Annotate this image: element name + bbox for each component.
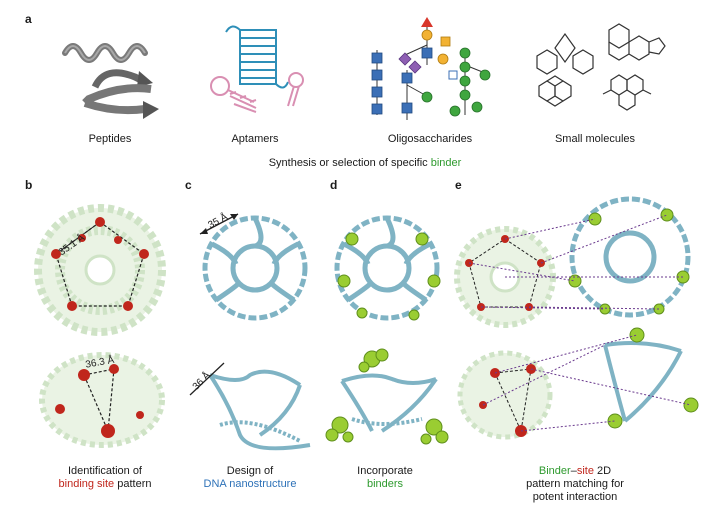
- panel-d-caption: Incorporate binders: [320, 465, 450, 491]
- aptamer-illustration: [210, 25, 304, 113]
- panel-c-caption-line1: Design of: [226, 465, 274, 477]
- panel-d-letter: d: [330, 178, 338, 192]
- peptides-label: Peptides: [88, 133, 132, 145]
- binder-site-dash: –: [570, 465, 577, 477]
- matching-top: [454, 196, 691, 328]
- dna-triangle-with-binders: [325, 348, 449, 445]
- panel-e-caption-line2: pattern matching for: [526, 478, 624, 490]
- small-molecules-label: Small molecules: [554, 133, 636, 145]
- panel-e-caption-line3: potent interaction: [532, 491, 618, 503]
- small-molecule-illustration: [536, 23, 666, 111]
- matching-bottom: [457, 327, 699, 440]
- panel-a-caption-binder: binder: [430, 157, 462, 169]
- panel-b-caption-pattern: pattern: [114, 478, 152, 490]
- panel-e-caption: Binder–site 2D pattern matching for pote…: [500, 465, 650, 504]
- panel-c-caption: Design of DNA nanostructure: [180, 465, 320, 491]
- protein-side-view: 36.3 Å: [39, 352, 165, 448]
- binders-highlight: binders: [366, 478, 404, 490]
- panel-a-letter: a: [25, 12, 32, 26]
- panel-e-caption-2d: 2D: [593, 465, 612, 477]
- dna-ring-top-view: 35 Å: [199, 210, 308, 321]
- panel-a-caption: Synthesis or selection of specific binde…: [200, 157, 530, 170]
- panel-d-caption-line1: Incorporate: [357, 465, 413, 477]
- dna-triangle-side-view: 36 Å: [189, 362, 311, 451]
- panel-c-letter: c: [185, 178, 192, 192]
- oligosaccharide-illustration: [371, 17, 491, 120]
- measure-36: 36 Å: [189, 368, 213, 392]
- panel-b-letter: b: [25, 178, 33, 192]
- protein-top-view: 35.1 Å: [34, 204, 166, 336]
- panel-a-caption-text: Synthesis or selection of specific: [268, 157, 431, 169]
- aptamers-label: Aptamers: [231, 133, 279, 145]
- dna-nanostructure-highlight: DNA nanostructure: [203, 478, 297, 490]
- peptide-illustration: [62, 43, 159, 119]
- oligosaccharides-label: Oligosaccharides: [387, 133, 473, 145]
- panel-b-caption-line2: binding site pattern: [40, 478, 170, 491]
- panel-e-letter: e: [455, 178, 462, 192]
- binder-highlight: Binder: [538, 465, 571, 477]
- binding-site-highlight: binding site: [58, 478, 115, 490]
- panel-b-caption: Identification of binding site pattern: [40, 465, 170, 491]
- dna-ring-with-binders: [334, 215, 441, 321]
- panel-e-caption-line1: Binder–site 2D: [500, 465, 650, 478]
- site-highlight: site: [576, 465, 594, 477]
- panel-b-caption-line1: Identification of: [68, 465, 142, 477]
